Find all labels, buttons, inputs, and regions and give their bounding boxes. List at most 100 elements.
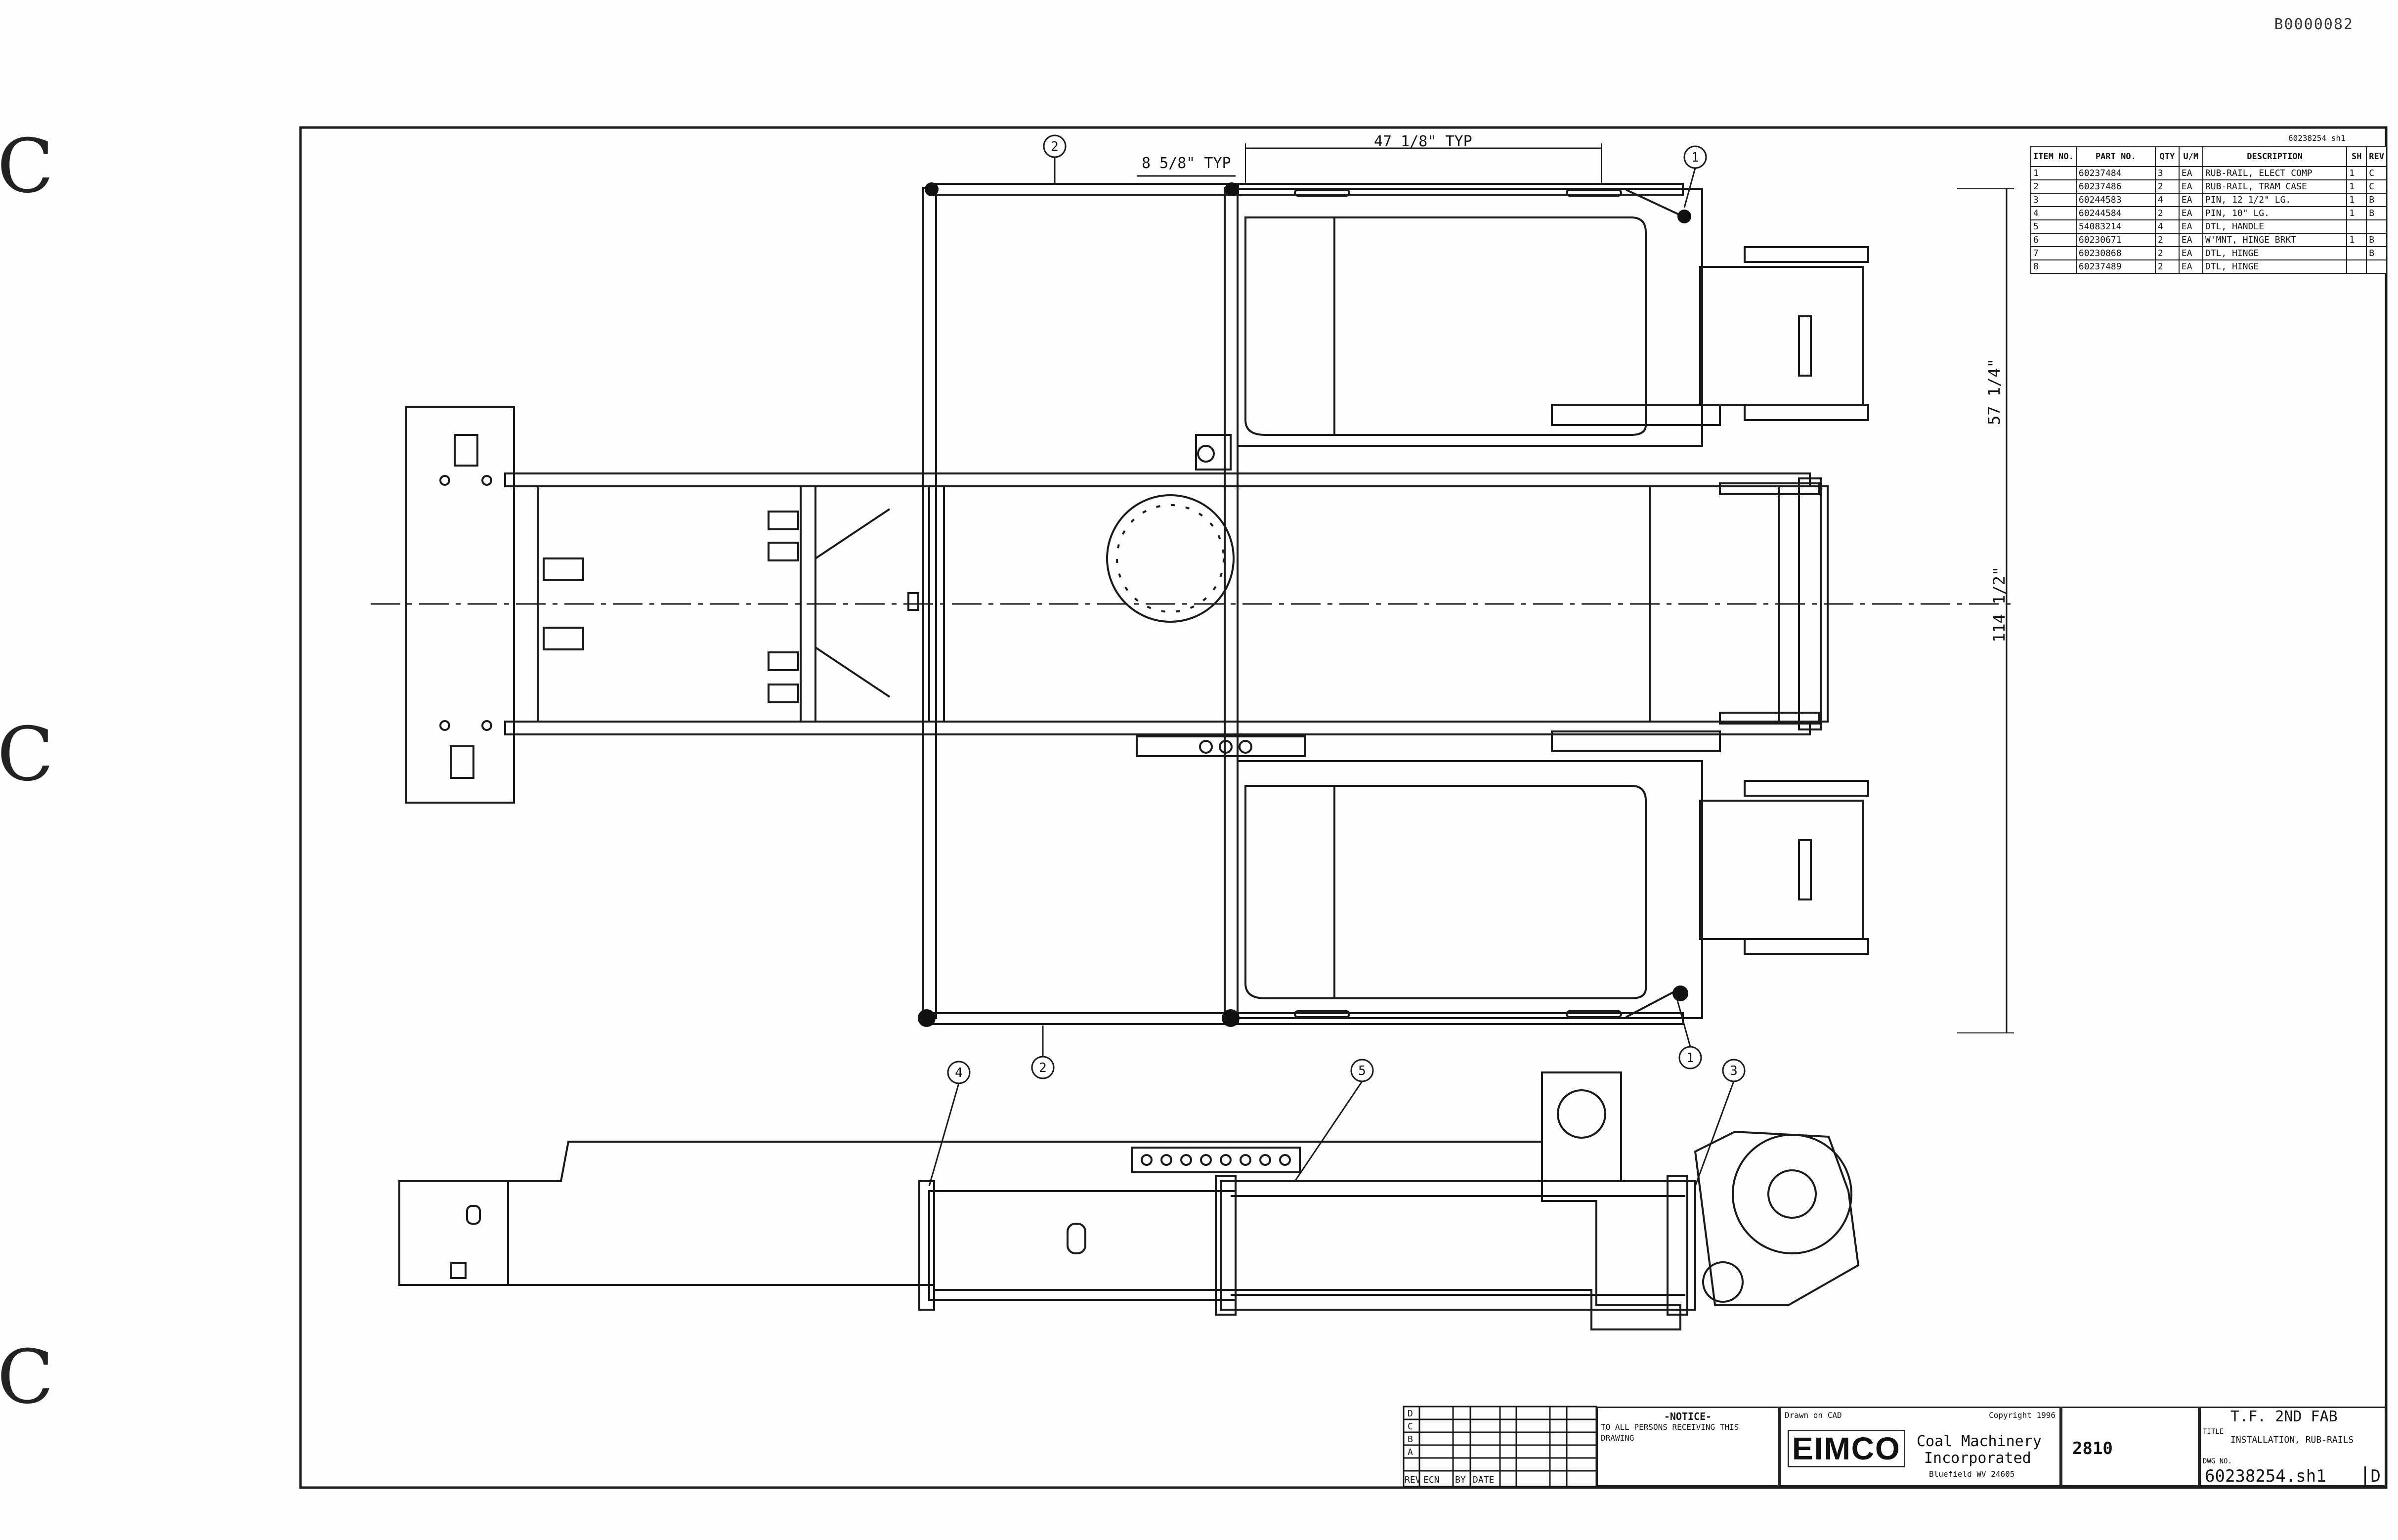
balloon-3: 3 <box>1730 1064 1738 1078</box>
bom-desc: PIN, 10" LG. <box>2202 206 2348 220</box>
plan-view <box>371 143 2016 1033</box>
notice-text: TO ALL PERSONS RECEIVING THIS DRAWING <box>1601 1422 1739 1443</box>
bom-desc: W'MNT, HINGE BRKT <box>2202 233 2348 247</box>
bom-um: EA <box>2178 219 2203 234</box>
title-label: TITLE <box>2203 1428 2224 1436</box>
bom-sh: 1 <box>2346 233 2367 247</box>
bom-header-qty: QTY <box>2154 146 2180 167</box>
document-id: B0000082 <box>2274 16 2354 33</box>
bom-um: EA <box>2178 166 2203 180</box>
bom-rev: B <box>2366 233 2387 247</box>
company-location: Bluefield WV 24605 <box>1929 1469 2015 1479</box>
balloon-1-bottom: 1 <box>1686 1051 1694 1066</box>
turntable <box>1106 494 1235 623</box>
bom-part: 60237489 <box>2075 259 2156 274</box>
revision-headers: REV ECN BY DATE D C B A <box>1405 1409 1494 1485</box>
bom-um: EA <box>2178 233 2203 247</box>
bom-header-row: ITEM NO. PART NO. QTY U/M DESCRIPTION SH… <box>2030 146 2387 167</box>
side-view <box>398 1071 1860 1330</box>
rub-rail-side <box>1220 1180 1696 1311</box>
bom-rev <box>2366 219 2387 234</box>
company-name-line2: Incorporated <box>1924 1450 2031 1467</box>
bom-rev <box>2366 259 2387 274</box>
crossmember-b <box>1224 187 1239 1019</box>
main-frame <box>537 485 1651 723</box>
notice-block: -NOTICE- TO ALL PERSONS RECEIVING THIS D… <box>1596 1407 1779 1487</box>
bom-part: 54083214 <box>2075 219 2156 234</box>
bom-qty: 2 <box>2154 179 2180 194</box>
bom-item: 8 <box>2030 259 2077 274</box>
bom-um: EA <box>2178 179 2203 194</box>
bom-header-um: U/M <box>2178 146 2203 167</box>
assembly-name: T.F. 2ND FAB <box>2230 1408 2338 1425</box>
side-rail-lower <box>504 721 1811 735</box>
drawing-border <box>299 126 2388 1489</box>
balloon-2-top: 2 <box>1051 139 1059 154</box>
bom-desc: DTL, HANDLE <box>2202 219 2348 234</box>
company-block: Drawn on CAD Copyright 1996 EIMCO Coal M… <box>1779 1407 2061 1487</box>
eimco-logo: EIMCO <box>1788 1430 1905 1467</box>
bom-header-item: ITEM NO. <box>2030 146 2077 167</box>
rev-row-c: C <box>1408 1421 1413 1432</box>
bom-part: 60230868 <box>2075 246 2156 260</box>
bom-desc: RUB-RAIL, TRAM CASE <box>2202 179 2348 194</box>
bom-qty: 2 <box>2154 246 2180 260</box>
rub-rail-top-left <box>931 183 1239 196</box>
tram-case-upper <box>1237 188 1703 447</box>
bom-qty: 2 <box>2154 206 2180 220</box>
model-number: 2810 <box>2072 1439 2113 1458</box>
rail-end-caps <box>918 182 1691 1027</box>
bom-header-desc: DESCRIPTION <box>2202 146 2348 167</box>
bom-sh <box>2346 259 2367 274</box>
company-name-line1: Coal Machinery <box>1917 1433 2042 1450</box>
bom-sh: 1 <box>2346 179 2367 194</box>
bom-qty: 3 <box>2154 166 2180 180</box>
bom-um: EA <box>2178 206 2203 220</box>
bom-rev: B <box>2366 193 2387 207</box>
dim-side-a: 57 1/4" <box>1985 358 2004 425</box>
rub-rail-bottom-left <box>931 1012 1239 1025</box>
binder-mark-middle: C <box>0 712 54 798</box>
bom-um: EA <box>2178 193 2203 207</box>
bom-header-rev: REV <box>2366 146 2387 167</box>
bom-um: EA <box>2178 246 2203 260</box>
drawing-number: 60238254.sh1 <box>2205 1466 2326 1486</box>
title-block: T.F. 2ND FAB TITLE INSTALLATION, RUB-RAI… <box>2199 1407 2386 1487</box>
front-plate <box>1798 477 1822 730</box>
drawing-info-block: 2810 <box>2061 1407 2199 1487</box>
drawn-on-cad: Drawn on CAD <box>1785 1411 1842 1420</box>
bom-item: 6 <box>2030 233 2077 247</box>
bom-desc: RUB-RAIL, ELECT COMP <box>2202 166 2348 180</box>
bill-of-materials: ITEM NO. PART NO. QTY U/M DESCRIPTION SH… <box>2030 146 2387 274</box>
balloon-2-bottom: 2 <box>1039 1061 1047 1075</box>
bom-item: 4 <box>2030 206 2077 220</box>
binder-mark-bottom: C <box>0 1334 54 1420</box>
dim-side-b: 114 1/2" <box>1990 566 2009 642</box>
tram-case-lower <box>1237 760 1703 1019</box>
bom-qty: 2 <box>2154 259 2180 274</box>
bom-part: 60237486 <box>2075 179 2156 194</box>
bom-doc-label: 60238254 sh1 <box>2288 133 2346 143</box>
bom-desc: PIN, 12 1/2" LG. <box>2202 193 2348 207</box>
dim-top-length: 47 1/8" TYP <box>1374 133 1472 150</box>
bom-part: 60244584 <box>2075 206 2156 220</box>
bom-sh: 1 <box>2346 206 2367 220</box>
bom-sh <box>2346 246 2367 260</box>
bom-qty: 4 <box>2154 219 2180 234</box>
rev-col-date: DATE <box>1473 1475 1494 1485</box>
bom-sh: 1 <box>2346 166 2367 180</box>
balloons <box>928 134 1746 1187</box>
side-rail-upper <box>504 472 1811 487</box>
bom-rev: B <box>2366 206 2387 220</box>
bom-header-part: PART NO. <box>2075 146 2156 167</box>
bom-qty: 4 <box>2154 193 2180 207</box>
copyright: Copyright 1996 <box>1989 1411 2055 1420</box>
rev-col-by: BY <box>1455 1475 1466 1485</box>
